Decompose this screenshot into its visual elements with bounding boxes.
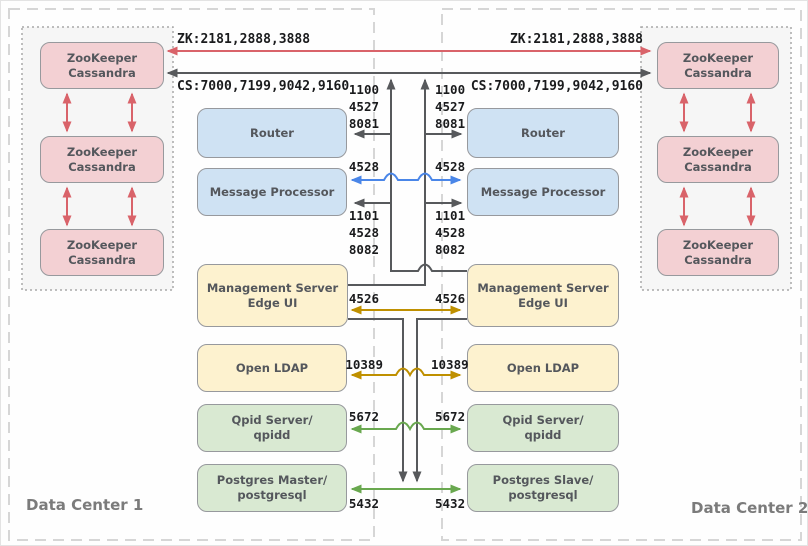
- qpid-cross-link: [350, 421, 462, 434]
- node-label: Postgres Slave/ postgresql: [492, 473, 594, 502]
- node-label: Message Processor: [480, 184, 606, 199]
- node-label: Open LDAP: [235, 360, 309, 375]
- ldap-port-left: 10389: [345, 357, 383, 372]
- dc1-postgres-master: Postgres Master/ postgresql: [197, 464, 347, 512]
- node-label: Router: [250, 125, 294, 140]
- node-label: Qpid Server/ qpidd: [231, 413, 313, 442]
- dc2-boundary: [441, 8, 802, 541]
- postgres-port-right: 5432: [435, 496, 466, 511]
- ms-port-right: 4526: [435, 291, 466, 306]
- router-ports-left: 1100 4527 8081: [349, 81, 379, 132]
- dc1-zookeeper-cassandra-node-1: ZooKeeper Cassandra: [40, 42, 164, 89]
- dc1-qpid-server: Qpid Server/ qpidd: [197, 404, 347, 452]
- port-value: 1100: [435, 82, 466, 97]
- node-label: ZooKeeper Cassandra: [682, 50, 754, 80]
- dc2-zookeeper-cassandra-node-3: ZooKeeper Cassandra: [657, 229, 779, 276]
- node-label: ZooKeeper Cassandra: [66, 237, 138, 267]
- port-value: 4527: [435, 99, 466, 114]
- mp-port-left: 4528: [348, 159, 379, 174]
- port-value: 1101: [348, 208, 379, 223]
- port-value: 1101: [435, 208, 466, 223]
- node-label: Management Server Edge UI: [477, 280, 609, 310]
- port-value: 8081: [348, 116, 379, 131]
- port-value: 8082: [348, 242, 379, 257]
- mp-port-right: 4528: [435, 159, 466, 174]
- dc1ms-to-cassandra-trunk: [348, 78, 430, 286]
- dc2-qpid-server: Qpid Server/ qpidd: [467, 404, 619, 452]
- port-value: 1100: [348, 82, 379, 97]
- ldap-cross-link: [350, 367, 462, 380]
- port-value: 8082: [435, 242, 466, 257]
- dc2-title: Data Center 2: [691, 499, 808, 517]
- dc2-router: Router: [467, 108, 619, 158]
- port-value: 4527: [348, 99, 379, 114]
- zk-ports-label-left: ZK:2181,2888,3888: [177, 32, 311, 47]
- node-label: Qpid Server/ qpidd: [502, 413, 584, 442]
- node-label: Message Processor: [209, 184, 335, 199]
- mp-cross-link: [350, 172, 462, 185]
- dc1-boundary: [8, 8, 375, 541]
- qpid-port-left: 5672: [348, 409, 379, 424]
- ms-port-left: 4526: [348, 291, 379, 306]
- postgres-port-left: 5432: [348, 496, 379, 511]
- node-label: Router: [521, 125, 565, 140]
- node-label: Open LDAP: [506, 360, 580, 375]
- node-label: ZooKeeper Cassandra: [66, 144, 138, 174]
- ldap-port-right: 10389: [431, 357, 469, 372]
- port-value: 4528: [435, 225, 466, 240]
- node-label: ZooKeeper Cassandra: [66, 50, 138, 80]
- dc1-zookeeper-cassandra-node-3: ZooKeeper Cassandra: [40, 229, 164, 276]
- dc1-message-processor: Message Processor: [197, 168, 347, 216]
- dc2-zookeeper-cassandra-node-2: ZooKeeper Cassandra: [657, 136, 779, 183]
- dc1-zookeeper-cassandra-node-2: ZooKeeper Cassandra: [40, 136, 164, 183]
- dc1-title: Data Center 1: [26, 496, 144, 514]
- dc1-management-server: Management Server Edge UI: [197, 264, 348, 327]
- router-ports-right: 1100 4527 8081: [435, 81, 465, 132]
- dc1ms-to-postgres: [348, 318, 408, 483]
- dc2-open-ldap: Open LDAP: [467, 344, 619, 392]
- cs-ports-label-right: CS:7000,7199,9042,9160: [470, 79, 643, 94]
- qpid-port-right: 5672: [435, 409, 466, 424]
- port-value: 8081: [435, 116, 466, 131]
- node-label: Postgres Master/ postgresql: [216, 473, 328, 502]
- dc2-zookeeper-cassandra-node-1: ZooKeeper Cassandra: [657, 42, 779, 89]
- cs-ports-label-left: CS:7000,7199,9042,9160: [177, 79, 350, 94]
- zk-ports-label-right: ZK:2181,2888,3888: [509, 32, 643, 47]
- port-value: 4528: [348, 225, 379, 240]
- dc2-management-server: Management Server Edge UI: [467, 264, 619, 327]
- node-label: ZooKeeper Cassandra: [682, 144, 754, 174]
- dc2-postgres-slave: Postgres Slave/ postgresql: [467, 464, 619, 512]
- node-label: Management Server Edge UI: [206, 280, 339, 310]
- mp-ports-left: 1101 4528 8082: [349, 207, 379, 258]
- node-label: ZooKeeper Cassandra: [682, 237, 754, 267]
- mp-ports-right: 1101 4528 8082: [435, 207, 465, 258]
- dc1-open-ldap: Open LDAP: [197, 344, 347, 392]
- dc2-message-processor: Message Processor: [467, 168, 619, 216]
- dc1-router: Router: [197, 108, 347, 158]
